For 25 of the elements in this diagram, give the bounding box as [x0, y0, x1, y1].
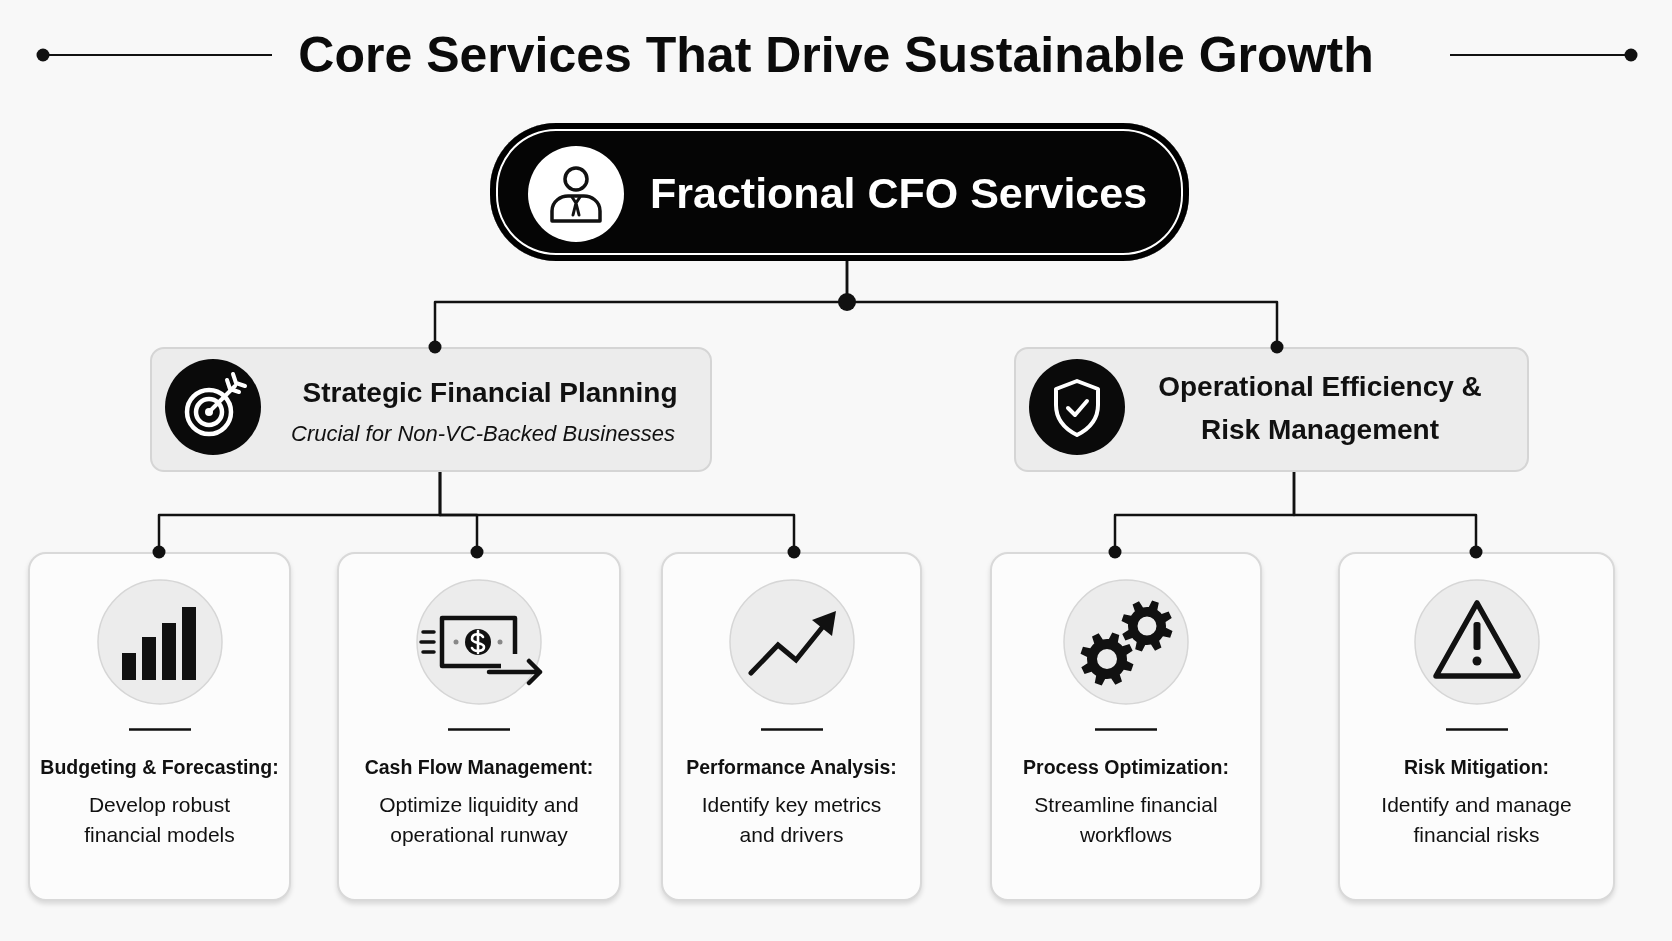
- node-subtitle: Crucial for Non-VC-Backed Businesses: [291, 420, 675, 448]
- service-card: [337, 552, 621, 901]
- card-title: Performance Analysis:: [686, 755, 897, 780]
- card-description: Identify key metrics and drivers: [700, 792, 883, 848]
- node-title: Fractional CFO Services: [650, 168, 1148, 218]
- service-card: [661, 552, 922, 901]
- connector-line: [1292, 472, 1483, 559]
- card-title: Process Optimization:: [1023, 755, 1229, 780]
- card-description: Optimize liquidity and operational runway: [378, 792, 580, 848]
- service-card: [990, 552, 1262, 901]
- connector-line: [438, 472, 801, 559]
- category-box: [150, 347, 712, 472]
- category-box: [1014, 347, 1529, 472]
- card-description: Streamline financial workflows: [1033, 792, 1219, 848]
- diagram-title: Core Services That Drive Sustainable Growth: [298, 26, 1374, 84]
- node-title: Strategic Financial Planning: [302, 376, 678, 410]
- card-title: Risk Mitigation:: [1403, 755, 1550, 780]
- card-description: Identify and manage financial risks: [1380, 792, 1573, 848]
- card-title: Cash Flow Management:: [364, 755, 594, 780]
- card-title: Budgeting & Forecasting:: [40, 755, 279, 780]
- node-title: Operational Efficiency & Risk Management: [1157, 370, 1483, 447]
- card-description: Develop robust financial models: [83, 792, 236, 848]
- service-card: [1338, 552, 1615, 901]
- connector-line: [845, 261, 1284, 354]
- service-card: [28, 552, 291, 901]
